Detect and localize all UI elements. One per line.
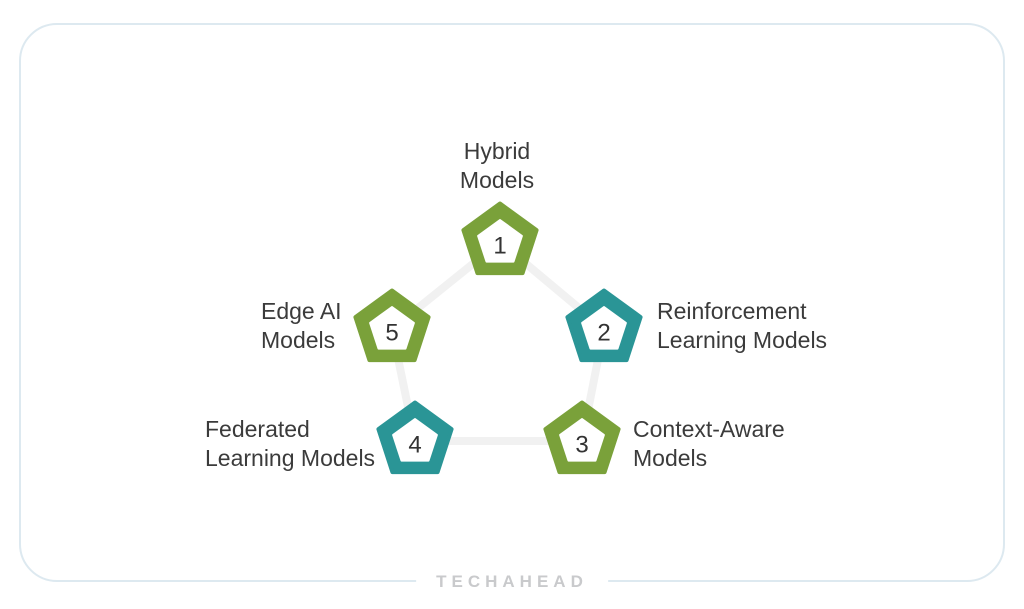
label-line: Learning Models <box>205 445 376 471</box>
label-edge-ai-models: Edge AI Models <box>261 297 342 355</box>
label-federated-learning-models: Federated Learning Models <box>205 415 375 473</box>
pentagon-badge-5: 5 <box>353 288 431 363</box>
label-line: Models <box>633 445 708 471</box>
label-line: Edge AI <box>261 298 342 324</box>
label-context-aware-models: Context-Aware Models <box>633 415 785 473</box>
label-line: Models <box>261 327 336 353</box>
badge-inner-pentagon <box>477 219 523 263</box>
label-line: Hybrid <box>463 138 531 164</box>
techahead-logo: TECHAHEAD <box>416 569 608 595</box>
card-border <box>19 23 1005 582</box>
badge-number: 4 <box>408 432 421 459</box>
label-hybrid-models: Hybrid Models <box>460 137 534 195</box>
label-line: Federated <box>205 416 310 442</box>
pentagon-badge-2: 2 <box>565 288 643 363</box>
label-line: Context-Aware <box>633 416 785 442</box>
badge-number: 1 <box>493 233 506 260</box>
badge-inner-pentagon <box>581 306 627 350</box>
badge-inner-pentagon <box>369 306 415 350</box>
label-line: Reinforcement <box>657 298 807 324</box>
pentagon-badge-1: 1 <box>461 201 539 276</box>
label-reinforcement-learning-models: Reinforcement Learning Models <box>657 297 827 355</box>
pentagon-badge-3: 3 <box>543 400 621 475</box>
pentagon-badge-4: 4 <box>376 400 454 475</box>
label-line: Learning Models <box>657 327 828 353</box>
label-line: Models <box>459 167 535 193</box>
badge-number: 3 <box>575 432 588 459</box>
badge-number: 2 <box>597 320 610 347</box>
badge-inner-pentagon <box>559 418 605 462</box>
badge-inner-pentagon <box>392 418 438 462</box>
badge-number: 5 <box>385 320 398 347</box>
